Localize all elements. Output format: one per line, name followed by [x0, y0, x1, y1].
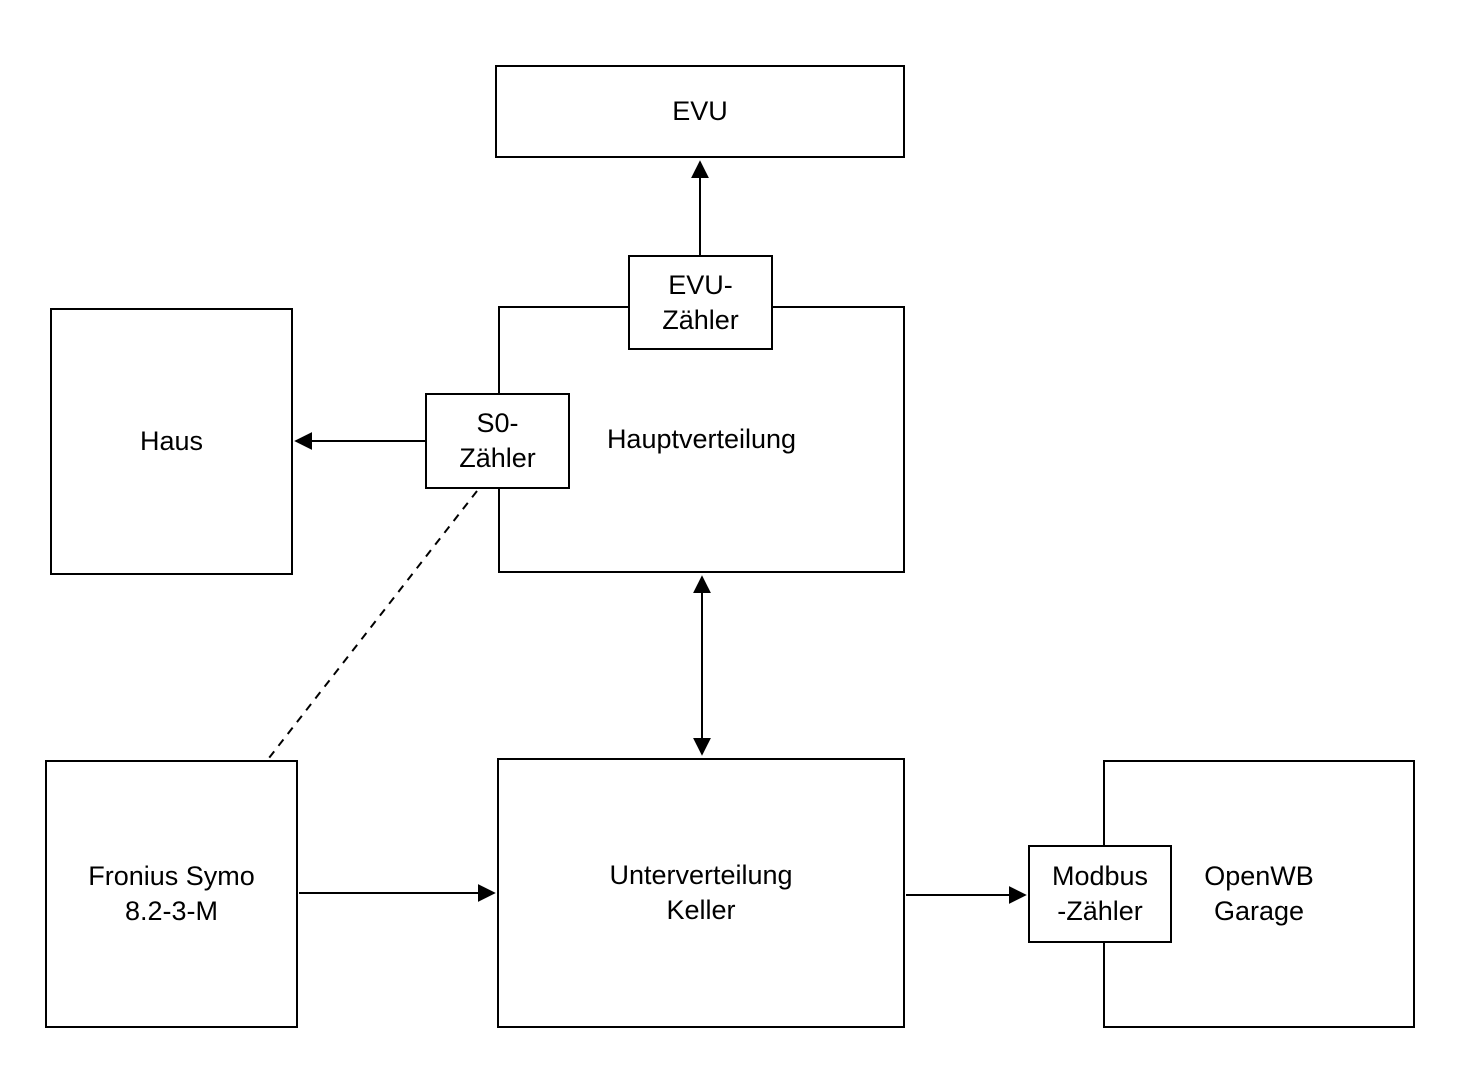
node-s0-zaehler: S0- Zähler	[425, 393, 570, 489]
node-openwb-garage-label: OpenWB Garage	[1204, 861, 1314, 926]
edge-s0-meter-to-fronius-dashed	[268, 490, 478, 759]
node-unterverteilung-keller-label: Unterverteilung Keller	[609, 860, 793, 925]
node-evu-zaehler: EVU- Zähler	[628, 255, 773, 350]
node-unterverteilung-keller: Unterverteilung Keller	[497, 758, 905, 1028]
node-evu-zaehler-label: EVU- Zähler	[662, 269, 739, 335]
node-fronius-symo: Fronius Symo 8.2-3-M	[45, 760, 298, 1028]
node-haus-label: Haus	[139, 426, 204, 457]
node-fronius-symo-label: Fronius Symo 8.2-3-M	[88, 861, 255, 926]
node-modbus-zaehler-label: Modbus -Zähler	[1051, 861, 1149, 926]
node-s0-zaehler-label: S0- Zähler	[459, 408, 536, 473]
node-evu: EVU	[495, 65, 905, 158]
node-evu-label: EVU	[672, 96, 728, 127]
node-modbus-zaehler: Modbus -Zähler	[1028, 845, 1172, 943]
node-hauptverteilung-label: Hauptverteilung	[606, 424, 797, 455]
node-haus: Haus	[50, 308, 293, 575]
node-openwb-garage: OpenWB Garage	[1103, 760, 1415, 1028]
